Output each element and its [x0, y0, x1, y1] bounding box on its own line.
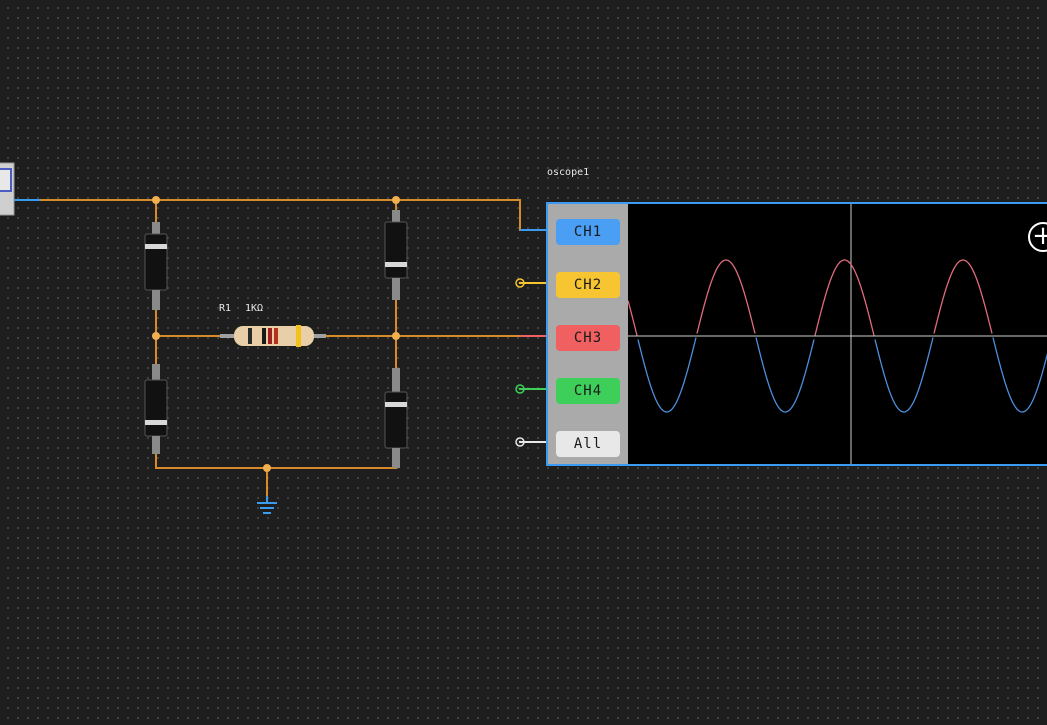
- source-component[interactable]: [0, 162, 15, 216]
- waveform-trace-negative: [637, 337, 1047, 413]
- diode-d4[interactable]: [384, 368, 408, 468]
- plus-circle-icon[interactable]: +: [1028, 222, 1047, 252]
- channel-button-ch2[interactable]: CH2: [556, 272, 620, 298]
- channel-button-all[interactable]: All: [556, 431, 620, 457]
- waveform-trace-positive: [628, 259, 993, 336]
- channel-button-ch4[interactable]: CH4: [556, 378, 620, 404]
- oscilloscope[interactable]: CH1 CH2 CH3 CH4 All: [546, 202, 1047, 466]
- oscilloscope-title: oscope1: [547, 167, 590, 178]
- diode-d2[interactable]: [144, 364, 168, 454]
- oscilloscope-screen[interactable]: [628, 204, 1047, 464]
- resistor-r1[interactable]: [220, 325, 326, 347]
- waveform-display: [628, 204, 1047, 464]
- channel-terminals[interactable]: [515, 278, 525, 447]
- channel-panel: CH1 CH2 CH3 CH4 All: [548, 204, 628, 464]
- diode-d3[interactable]: [384, 210, 408, 300]
- diode-d1[interactable]: [144, 222, 168, 310]
- junction-dots: [152, 196, 400, 472]
- wires: [14, 199, 546, 496]
- resistor-name-label: R1: [219, 303, 232, 314]
- channel-button-ch1[interactable]: CH1: [556, 219, 620, 245]
- ground-icon[interactable]: [257, 496, 277, 514]
- channel-button-ch3[interactable]: CH3: [556, 325, 620, 351]
- resistor-value-label: 1KΩ: [245, 303, 264, 314]
